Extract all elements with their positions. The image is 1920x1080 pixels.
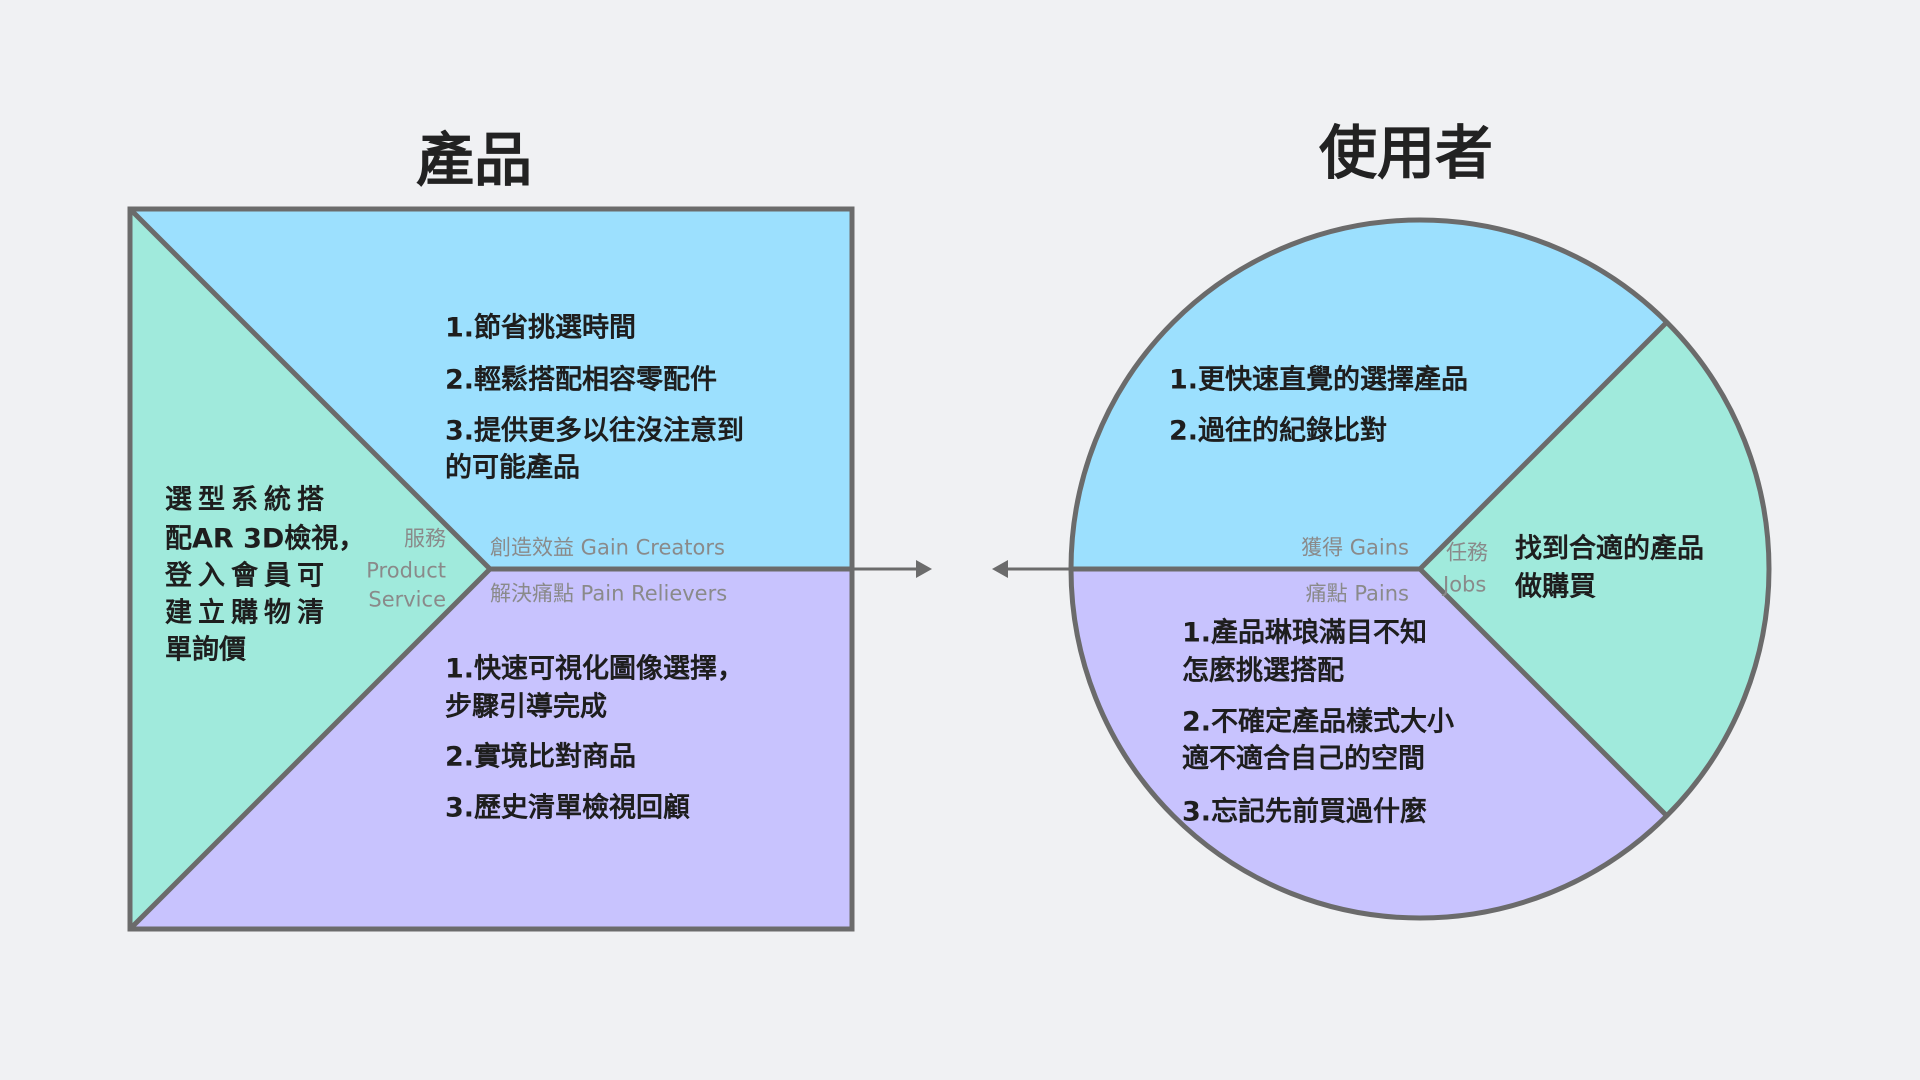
pain-relievers-region xyxy=(130,569,852,929)
divider-line xyxy=(1418,567,1669,818)
pain-item: 怎麼挑選搭配 xyxy=(1182,655,1344,687)
jobs-label: Jobs xyxy=(1443,572,1487,597)
service-text-line: 單詢價 xyxy=(165,634,246,666)
gain-creator-item: 2.輕鬆搭配相容零配件 xyxy=(445,364,718,396)
pain-item: 適不適合自己的空間 xyxy=(1182,743,1425,775)
arrow-left-icon xyxy=(992,560,1071,578)
gain-item: 1.更快速直覺的選擇產品 xyxy=(1169,364,1469,396)
pain-reliever-item: 步驟引導完成 xyxy=(445,691,607,723)
pain-item: 1.產品琳琅滿目不知 xyxy=(1182,617,1428,649)
pains-region xyxy=(1070,569,1667,919)
user-title: 使用者 xyxy=(1318,119,1494,187)
gains-region xyxy=(1070,219,1667,569)
pain-reliever-item: 1.快速可視化圖像選擇， xyxy=(445,653,745,685)
service-label: 服務 xyxy=(404,526,446,551)
service-label: Service xyxy=(368,587,446,612)
divider-line xyxy=(128,207,492,571)
pains-label: 痛點 Pains xyxy=(1305,581,1409,606)
service-label: Product xyxy=(366,558,446,583)
pain-reliever-item: 2.實境比對商品 xyxy=(445,741,637,773)
arrow-right-icon xyxy=(852,560,932,578)
pain-item: 2.不確定產品樣式大小 xyxy=(1182,706,1455,738)
service-text-line: 建立購物清 xyxy=(165,597,330,629)
products-services-region xyxy=(130,209,490,929)
service-text-line: 配AR 3D檢視， xyxy=(165,523,366,555)
gain-creators-label: 創造效益 Gain Creators xyxy=(490,535,725,560)
job-item: 做購買 xyxy=(1515,571,1596,603)
jobs-label: 任務 xyxy=(1446,540,1488,565)
gain-creator-item: 的可能產品 xyxy=(445,452,580,484)
gain-creators-region xyxy=(130,209,852,569)
job-item: 找到合適的產品 xyxy=(1515,533,1704,565)
product-title: 產品 xyxy=(415,126,533,194)
jobs-region xyxy=(1420,322,1770,816)
gain-creator-item: 3.提供更多以往沒注意到 xyxy=(445,415,745,447)
divider-line xyxy=(128,567,492,931)
gains-label: 獲得 Gains xyxy=(1301,535,1409,560)
service-text-line: 登入會員可 xyxy=(165,560,330,592)
gain-creator-item: 1.節省挑選時間 xyxy=(445,312,637,344)
service-text-line: 選型系統搭 xyxy=(165,484,330,516)
pain-item: 3.忘記先前買過什麼 xyxy=(1182,796,1428,828)
divider-line xyxy=(1418,320,1669,571)
pain-relievers-label: 解決痛點 Pain Relievers xyxy=(490,581,728,606)
pain-reliever-item: 3.歷史清單檢視回顧 xyxy=(445,792,691,824)
gain-item: 2.過往的紀錄比對 xyxy=(1169,415,1388,447)
